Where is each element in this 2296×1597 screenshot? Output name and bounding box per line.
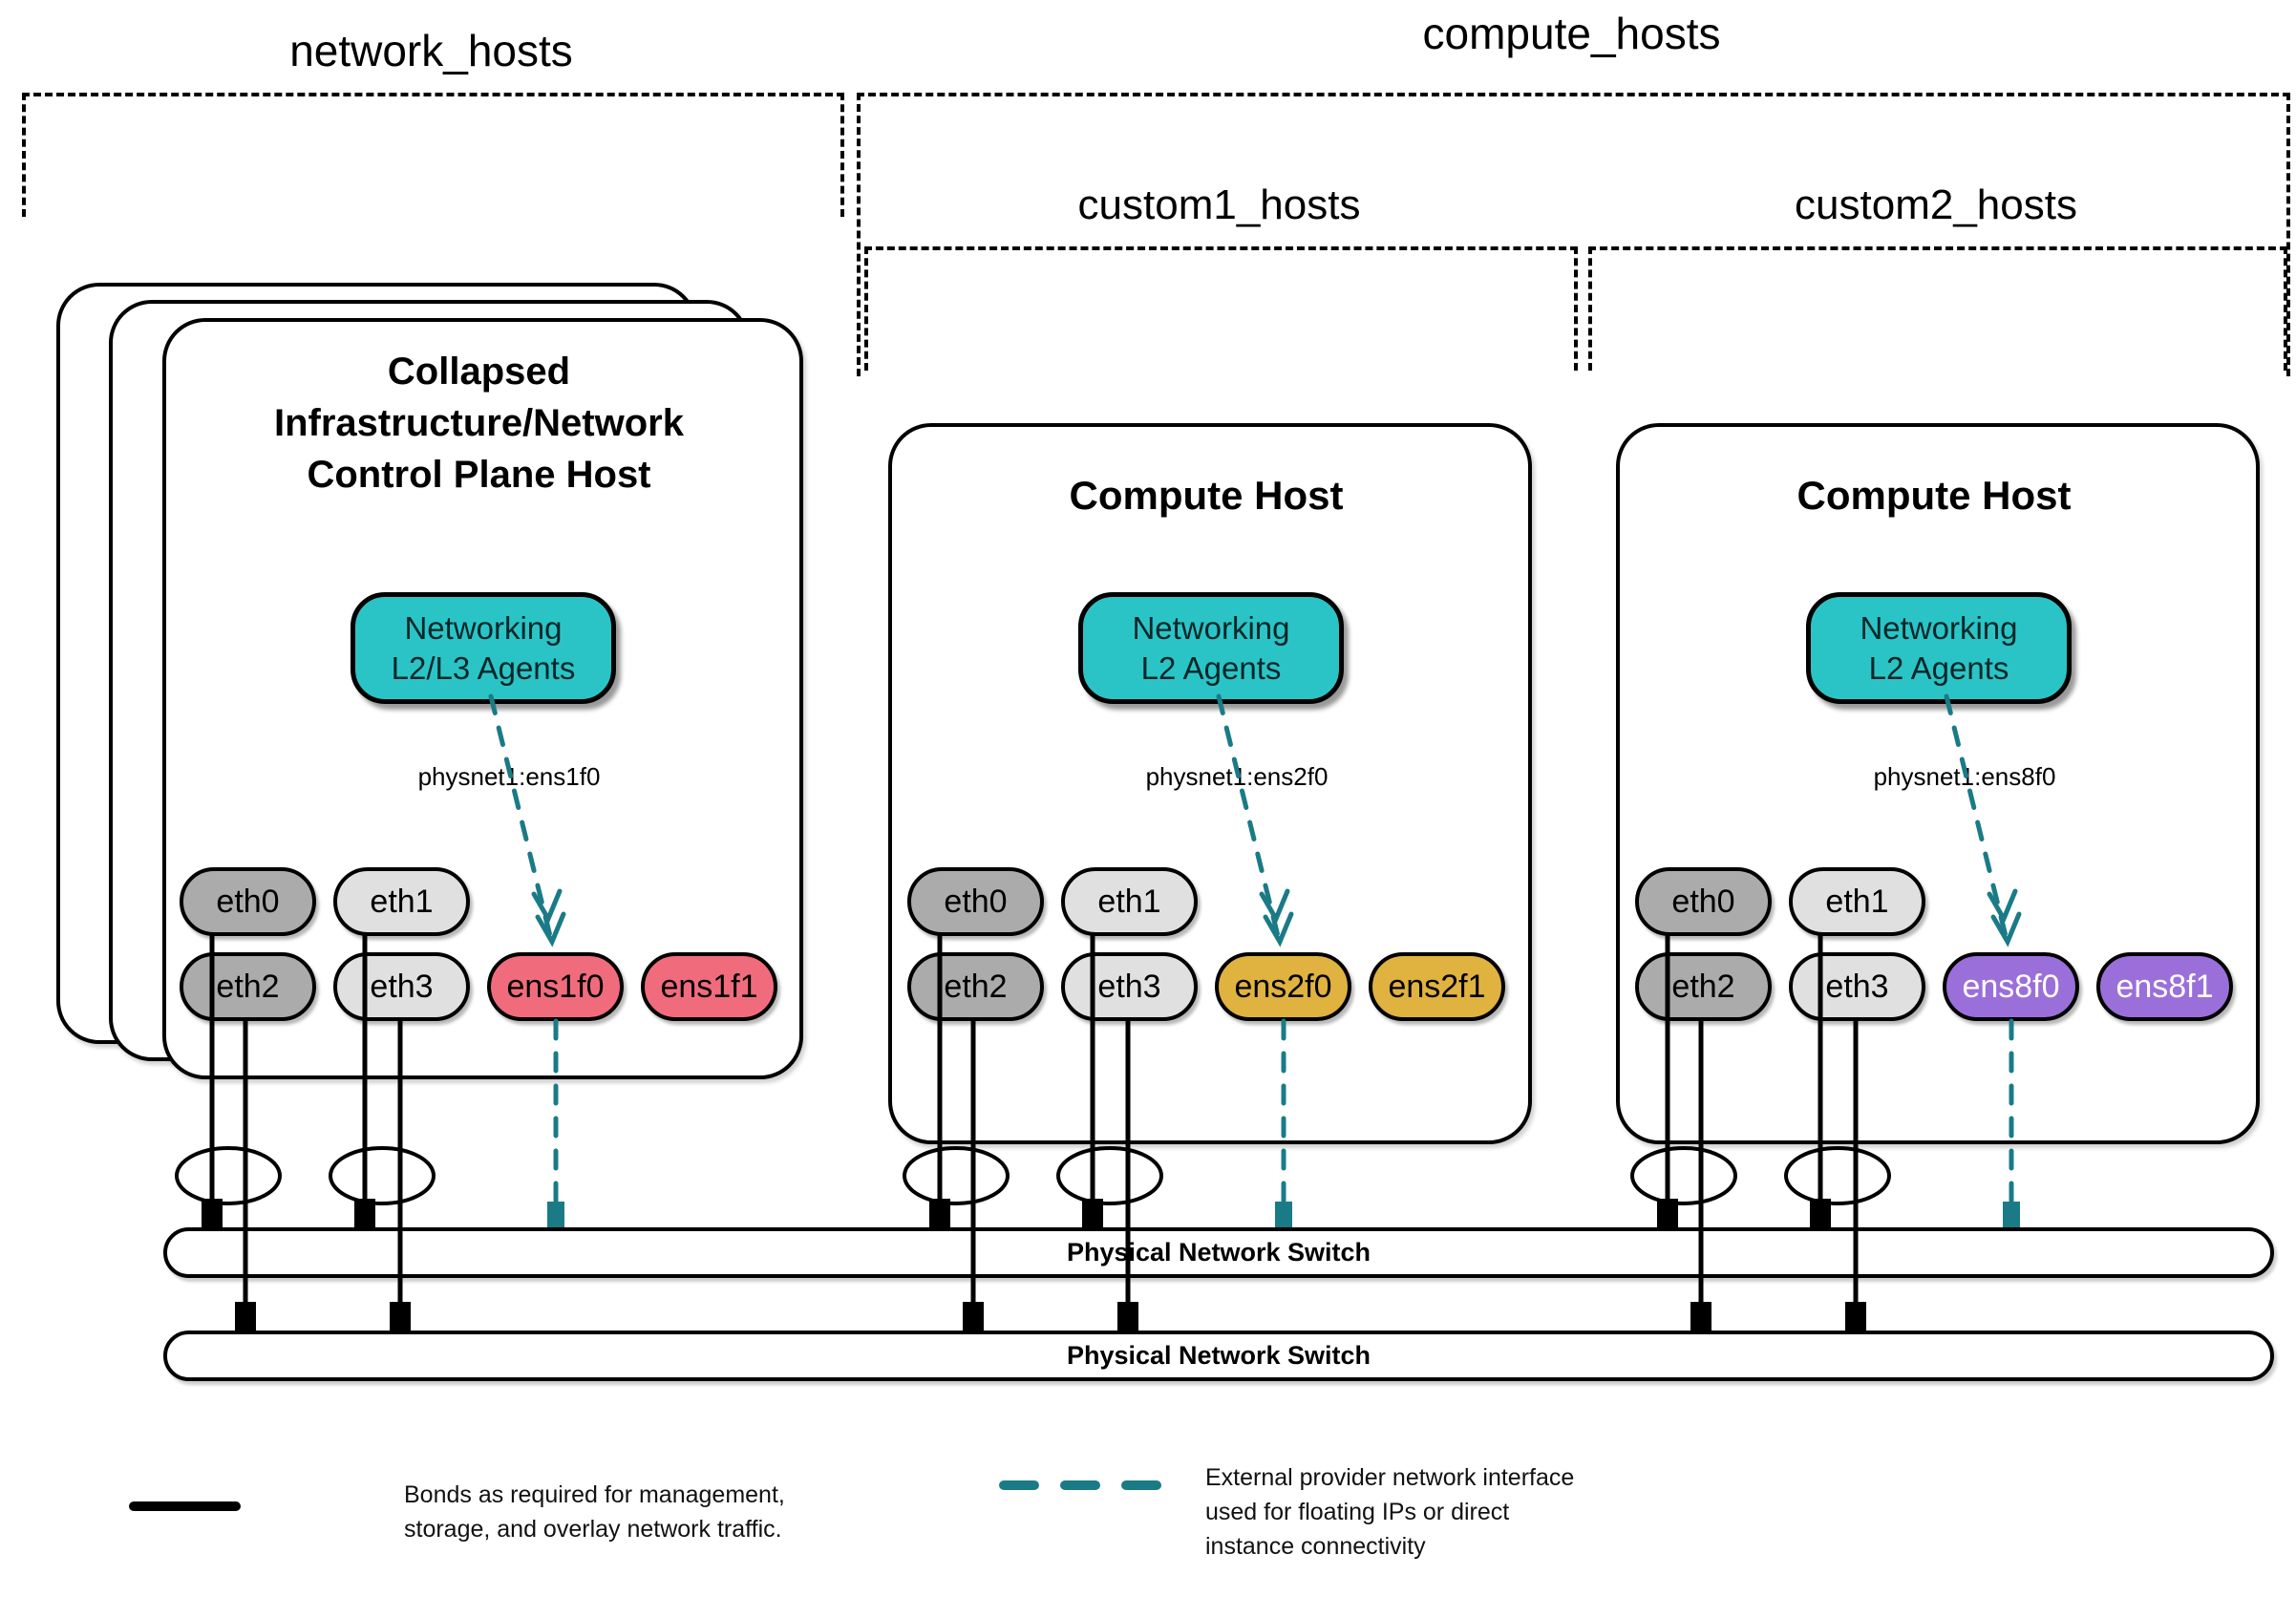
compute-hosts-bracket bbox=[857, 93, 2290, 376]
compute-host2-box bbox=[1616, 423, 2260, 1144]
legend-external-dash-icon bbox=[1060, 1480, 1100, 1490]
nic-host3-eth2: eth2 bbox=[1635, 952, 1772, 1021]
nic-host1-eth0: eth0 bbox=[180, 867, 316, 936]
nic-host1-eth1: eth1 bbox=[333, 867, 470, 936]
legend-external-text: External provider network interface used… bbox=[1205, 1464, 1575, 1560]
bond-ellipse-icon bbox=[329, 1146, 436, 1205]
host3-provider-port-square bbox=[2003, 1202, 2020, 1227]
host2-provider-port-square bbox=[1275, 1202, 1292, 1227]
nic-host1-ens1f0: ens1f0 bbox=[487, 952, 624, 1021]
bond-ellipse-icon bbox=[1630, 1146, 1737, 1205]
nic-host1-eth3: eth3 bbox=[333, 952, 470, 1021]
compute-host1-physnet-label: physnet1:ens2f0 bbox=[1145, 762, 1329, 791]
physical-network-switch-2-label: Physical Network Switch bbox=[1066, 1341, 1371, 1370]
network-hosts-bracket bbox=[22, 93, 844, 217]
bond-ellipse-icon bbox=[175, 1146, 282, 1205]
nic-host2-ens2f1: ens2f1 bbox=[1369, 952, 1505, 1021]
network-host-agent-box: Networking L2/L3 Agents bbox=[351, 592, 616, 704]
compute-host1-box bbox=[888, 423, 1532, 1144]
nic-host1-ens1f1: ens1f1 bbox=[641, 952, 777, 1021]
host1-provider-port-square bbox=[547, 1202, 564, 1227]
nic-host2-eth1: eth1 bbox=[1061, 867, 1198, 936]
bond-ellipse-icon bbox=[903, 1146, 1010, 1205]
nic-host3-ens8f0: ens8f0 bbox=[1943, 952, 2079, 1021]
nic-host3-eth3: eth3 bbox=[1789, 952, 1925, 1021]
custom1-hosts-bracket bbox=[864, 246, 1578, 371]
compute-host2-title: Compute Host bbox=[1796, 473, 2072, 518]
nic-host3-eth1: eth1 bbox=[1789, 867, 1925, 936]
compute-hosts-title: compute_hosts bbox=[1422, 9, 1721, 58]
bond-ellipse-icon bbox=[1056, 1146, 1163, 1205]
nic-host3-eth0: eth0 bbox=[1635, 867, 1772, 936]
custom2-hosts-title: custom2_hosts bbox=[1795, 181, 2077, 228]
legend-bond-text: Bonds as required for management, storag… bbox=[404, 1481, 785, 1543]
compute-host2-agent-box: Networking L2 Agents bbox=[1806, 592, 2072, 704]
nic-host2-eth2: eth2 bbox=[907, 952, 1044, 1021]
nic-host1-eth2: eth2 bbox=[180, 952, 316, 1021]
physical-network-switch-2: Physical Network Switch bbox=[163, 1331, 2274, 1381]
network-hosts-title: network_hosts bbox=[289, 26, 573, 75]
custom2-hosts-bracket bbox=[1588, 246, 2287, 371]
compute-host1-agent-box: Networking L2 Agents bbox=[1078, 592, 1344, 704]
nic-host2-eth0: eth0 bbox=[907, 867, 1044, 936]
legend-bond-line-icon bbox=[129, 1501, 241, 1511]
legend-external-dash-icon bbox=[999, 1480, 1039, 1490]
nic-host3-ens8f1: ens8f1 bbox=[2096, 952, 2233, 1021]
bond-ellipse-icon bbox=[1784, 1146, 1891, 1205]
nic-host2-eth3: eth3 bbox=[1061, 952, 1198, 1021]
nic-host2-ens2f0: ens2f0 bbox=[1215, 952, 1351, 1021]
network-host-physnet-label: physnet1:ens1f0 bbox=[417, 762, 601, 791]
compute-host2-physnet-label: physnet1:ens8f0 bbox=[1873, 762, 2056, 791]
legend-external-dash-icon bbox=[1121, 1480, 1161, 1490]
network-host-title: Collapsed Infrastructure/Network Control… bbox=[274, 351, 684, 496]
physical-network-switch-1-label: Physical Network Switch bbox=[1066, 1238, 1371, 1267]
physical-network-switch-1: Physical Network Switch bbox=[163, 1227, 2274, 1278]
custom1-hosts-title: custom1_hosts bbox=[1077, 181, 1361, 228]
compute-host1-title: Compute Host bbox=[1069, 473, 1344, 518]
